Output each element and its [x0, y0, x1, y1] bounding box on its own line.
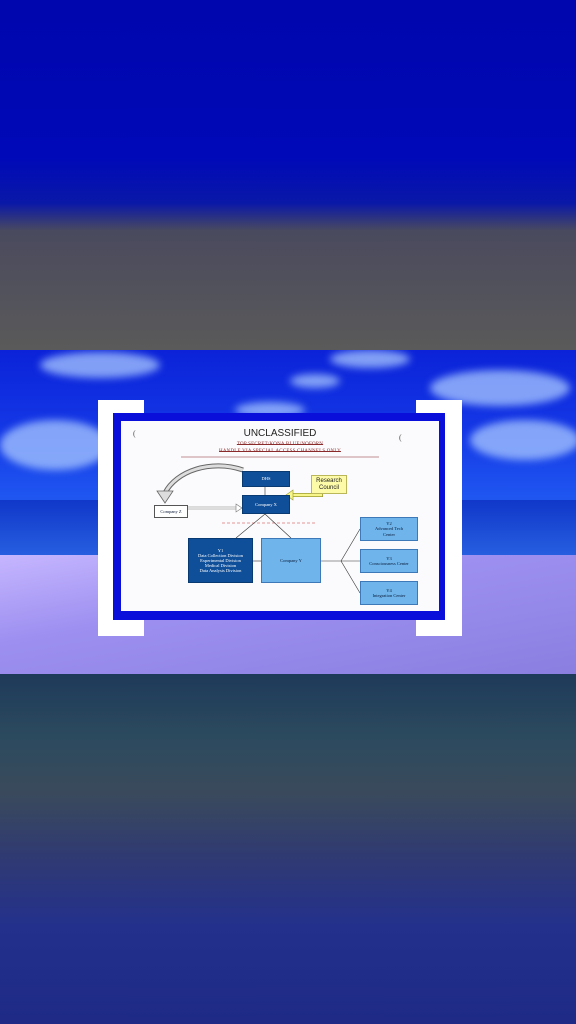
division-experimental: Experimental Division	[200, 557, 241, 563]
center-y2-name-line2: Center	[383, 531, 395, 537]
corner-mark-left: (	[133, 429, 136, 438]
blurred-background-bottom	[0, 674, 576, 1024]
divisions-box: Y1 Data Collection Division Experimental…	[188, 538, 253, 583]
company-x-box: Company X	[242, 495, 290, 514]
center-y3-box: Y3 Consciousness Center	[360, 549, 418, 573]
center-y2-name-line1: Advanced Tech	[375, 526, 403, 532]
company-y-box: Company Y	[261, 538, 321, 583]
blurred-background-top	[0, 0, 576, 350]
research-council-line1: Research	[316, 477, 342, 484]
divisions-label: Y1	[217, 547, 224, 553]
center-y2-label: Y2	[386, 521, 392, 527]
research-council-line2: Council	[318, 484, 339, 491]
org-chart-document: ( ( UNCLASSIFIED TOP SECRET/KONA BLUE/NO…	[121, 421, 439, 611]
dhs-box: DHS	[242, 471, 290, 487]
center-y4-name: Integration Center	[372, 593, 406, 598]
classification-header: UNCLASSIFIED	[243, 428, 317, 439]
company-z-box: Company Z	[154, 505, 188, 518]
struck-marking-bottom: HANDLE VIA SPECIAL ACCESS CHANNELS ONLY	[219, 449, 341, 454]
corner-mark-right: (	[399, 433, 402, 442]
center-y2-box: Y2 Advanced Tech Center	[360, 517, 418, 541]
center-y4-label: Y4	[386, 587, 392, 593]
division-medical: Medical Division	[204, 563, 237, 569]
connector-lines	[156, 456, 379, 594]
center-y3-label: Y3	[386, 555, 392, 561]
division-data-analysis: Data Analysis Division	[199, 568, 242, 574]
struck-marking-top: TOP SECRET/KONA BLUE/NOFORN	[236, 442, 324, 447]
center-y4-box: Y4 Integration Center	[360, 581, 418, 605]
research-council-box: Research Council	[311, 475, 347, 494]
division-data-collection: Data Collection Division	[198, 552, 243, 558]
center-y3-name: Consciousness Center	[369, 561, 409, 566]
